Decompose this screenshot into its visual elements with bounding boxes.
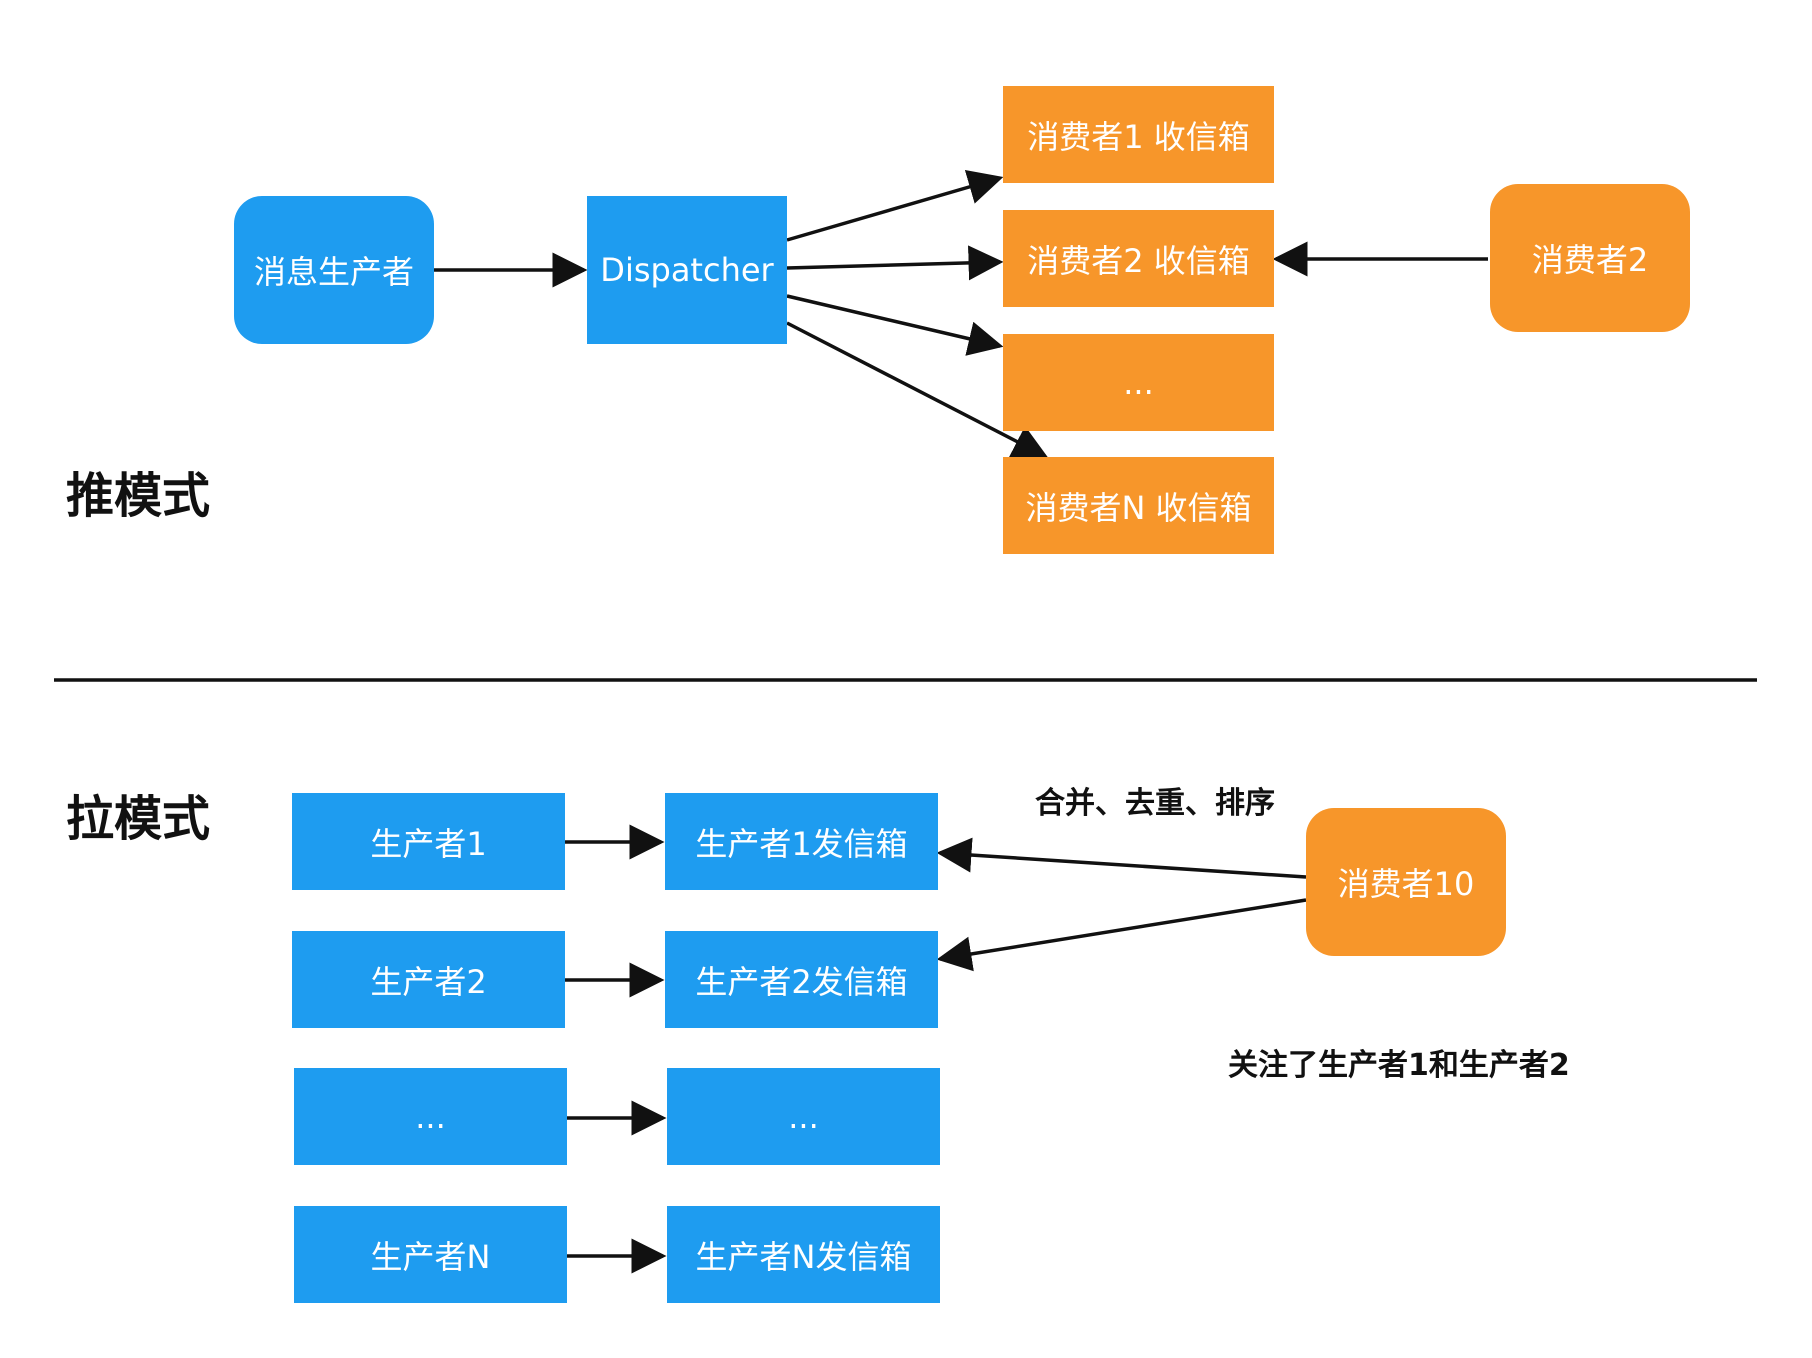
follows-producers-label: 关注了生产者1和生产者2 [1228, 1048, 1570, 1083]
outbox-ellipsis: ... [667, 1068, 940, 1165]
consumer-10-node: 消费者10 [1306, 808, 1506, 956]
inbox-ellipsis: ... [1003, 334, 1274, 431]
edge-dispatcher-to-inbox-2 [786, 245, 1004, 281]
edge-consumer10-to-outbox-2 [936, 898, 1307, 972]
consumer-1-inbox: 消费者1 收信箱 [1003, 86, 1274, 183]
pull-mode-title: 拉模式 [66, 791, 211, 847]
producer-n-outbox: 生产者N发信箱 [667, 1206, 940, 1303]
producer-node: 消息生产者 [234, 196, 434, 344]
producer-1-outbox: 生产者1发信箱 [665, 793, 938, 890]
producer-1-node: 生产者1 [292, 793, 565, 890]
merge-dedupe-sort-label: 合并、去重、排序 [1035, 786, 1275, 821]
producer-n-node: 生产者N [294, 1206, 567, 1303]
consumer-2-inbox: 消费者2 收信箱 [1003, 210, 1274, 307]
edge-dispatcher-to-inbox-1 [786, 170, 1004, 242]
producer-2-node: 生产者2 [292, 931, 565, 1028]
edge-dispatcher-to-inbox-ellipsis [786, 294, 1004, 356]
push-mode-title: 推模式 [66, 468, 211, 524]
consumer-n-inbox: 消费者N 收信箱 [1003, 457, 1274, 554]
consumer-2-node: 消费者2 [1490, 184, 1690, 332]
dispatcher-node: Dispatcher [587, 196, 787, 344]
edge-dispatcher-to-inbox-n [786, 321, 1049, 458]
edge-consumer10-to-outbox-1 [936, 837, 1307, 879]
producer-2-outbox: 生产者2发信箱 [665, 931, 938, 1028]
producer-ellipsis-node: ... [294, 1068, 567, 1165]
